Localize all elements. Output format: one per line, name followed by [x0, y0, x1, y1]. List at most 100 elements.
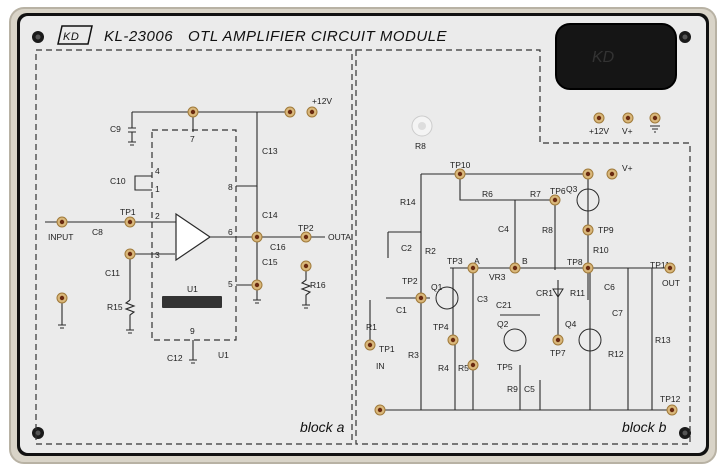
tp-label: TP2 [298, 223, 314, 233]
resistor-label: R14 [400, 197, 416, 207]
banana-jack[interactable] [549, 194, 561, 206]
resistor-label: R9 [507, 384, 518, 394]
power-label-vplus: V+ [622, 126, 633, 136]
banana-jack[interactable] [552, 334, 564, 346]
banana-jack[interactable] [124, 216, 136, 228]
banana-jack[interactable] [467, 262, 479, 274]
resistor-label: R4 [438, 363, 449, 373]
connector-logo: KD [592, 49, 615, 66]
banana-jack[interactable] [300, 231, 312, 243]
pin-label: 3 [155, 250, 160, 260]
component-label: R15 [107, 302, 123, 312]
pin-label: 6 [228, 227, 233, 237]
component-label: C15 [262, 257, 278, 267]
banana-jack[interactable] [593, 112, 605, 124]
resistor-label: R6 [482, 189, 493, 199]
block-b-border [355, 49, 691, 445]
banana-jack[interactable] [509, 262, 521, 274]
banana-jack[interactable] [454, 168, 466, 180]
banana-jack[interactable] [251, 231, 263, 243]
tp-label: TP8 [567, 257, 583, 267]
banana-jack[interactable] [415, 292, 427, 304]
power-label-12v: +12V [589, 126, 609, 136]
model-number: KL-23006 [104, 28, 173, 45]
transistor-q3 [576, 188, 600, 212]
transistor-label: Q3 [566, 184, 578, 194]
tp-label: TP1 [120, 207, 136, 217]
resistor-label: R2 [425, 246, 436, 256]
banana-jack[interactable] [374, 404, 386, 416]
brand-logo: KD [57, 25, 93, 45]
block-a-border [35, 49, 353, 445]
tp-label: TP4 [433, 322, 449, 332]
banana-jack[interactable] [187, 106, 199, 118]
input-label: INPUT [48, 232, 74, 242]
ic-socket-u1[interactable] [162, 296, 222, 308]
transistor-label: Q2 [497, 319, 509, 329]
block-b-label: block b [622, 419, 667, 435]
banana-jack[interactable] [664, 262, 676, 274]
banana-jack[interactable] [364, 339, 376, 351]
resistor-label: R1 [366, 322, 377, 332]
pin-label: 7 [190, 134, 195, 144]
capacitor-label: C6 [604, 282, 615, 292]
component-label: R16 [310, 280, 326, 290]
screw-icon [32, 427, 44, 439]
component-label: C8 [92, 227, 103, 237]
resistor-label: R11 [570, 288, 585, 298]
banana-jack[interactable] [284, 106, 296, 118]
capacitor-label: C1 [396, 305, 407, 315]
tp-label: TP1 [379, 344, 395, 354]
banana-jack[interactable] [622, 112, 634, 124]
banana-jack[interactable] [56, 292, 68, 304]
banana-jack[interactable] [582, 168, 594, 180]
tp-label: TP5 [497, 362, 513, 372]
out-label: OUT [662, 278, 680, 288]
banana-jack[interactable] [606, 168, 618, 180]
transistor-label: Q1 [431, 282, 443, 292]
banana-jack[interactable] [467, 359, 479, 371]
resistor-label: R7 [530, 189, 541, 199]
tp-label: TP3 [447, 256, 463, 266]
capacitor-label: C5 [524, 384, 535, 394]
tp-label: TP10 [450, 160, 471, 170]
component-label: C10 [110, 176, 126, 186]
capacitor-label: C3 [477, 294, 488, 304]
transistor-q1 [435, 286, 459, 310]
tp-label: TP12 [660, 394, 681, 404]
banana-jack[interactable] [56, 216, 68, 228]
supply-label-b: V+ [622, 163, 633, 173]
brand-text: KD [63, 31, 79, 43]
diode-cr1 [552, 288, 564, 298]
capacitor-label: C4 [498, 224, 509, 234]
resistor-label: R8 [542, 225, 553, 235]
tp-label: TP7 [550, 348, 566, 358]
ic-label-bottom: U1 [218, 350, 229, 360]
banana-jack[interactable] [124, 248, 136, 260]
pin-label: 1 [155, 184, 160, 194]
panel [20, 16, 706, 453]
trimmer-label: VR3 [489, 272, 506, 282]
tp-label: TP9 [598, 225, 614, 235]
ic-label: U1 [187, 284, 198, 294]
pin-label: 9 [190, 326, 195, 336]
capacitor-label: C2 [401, 243, 412, 253]
banana-jack[interactable] [649, 112, 661, 124]
pin-label: 2 [155, 211, 160, 221]
tp-label: TP6 [550, 186, 566, 196]
node-label: A [474, 256, 480, 266]
banana-jack[interactable] [666, 404, 678, 416]
banana-jack[interactable] [251, 279, 263, 291]
banana-jack[interactable] [582, 262, 594, 274]
power-connector[interactable] [555, 23, 677, 90]
tp-label: TP2 [402, 276, 418, 286]
resistor-label: R10 [593, 245, 609, 255]
potentiometer-knob[interactable] [411, 115, 433, 137]
banana-jack[interactable] [582, 224, 594, 236]
banana-jack[interactable] [447, 334, 459, 346]
banana-jack[interactable] [300, 260, 312, 272]
ic-outline [151, 129, 237, 341]
banana-jack[interactable] [306, 106, 318, 118]
in-label: IN [376, 361, 385, 371]
